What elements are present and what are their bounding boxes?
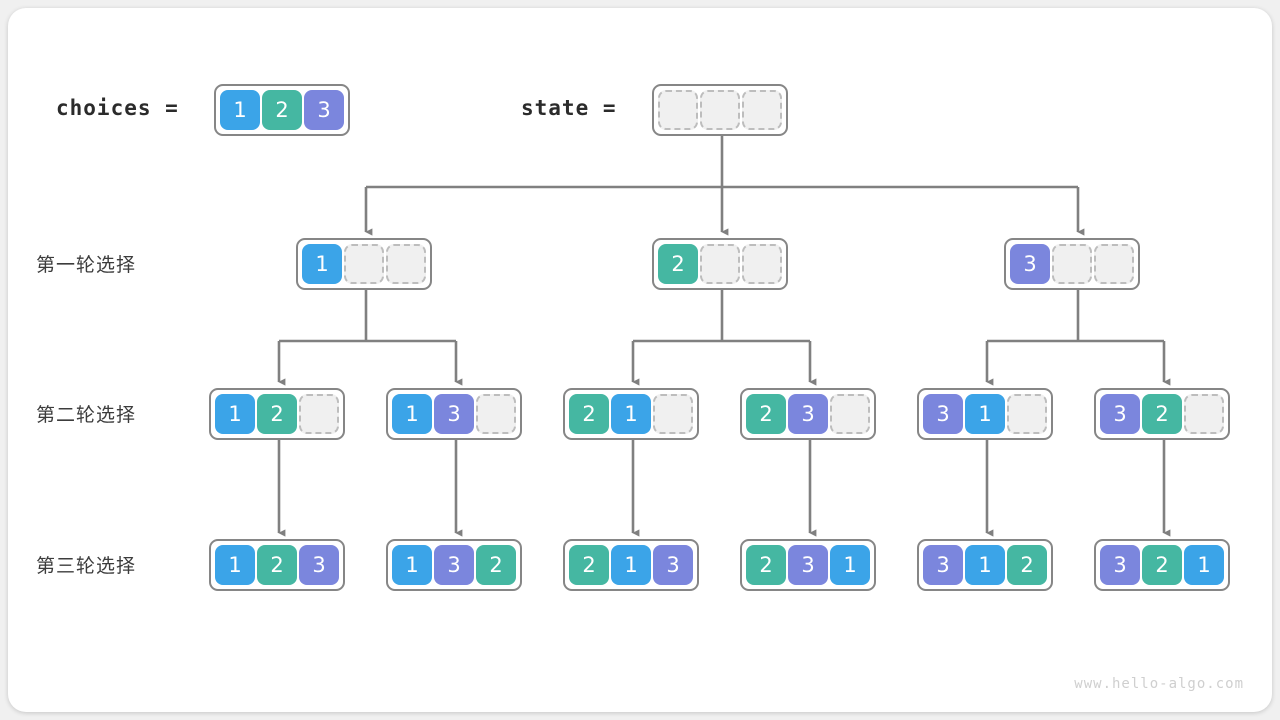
array-cell-empty [344,244,384,284]
level-1-node-1: 1 [296,238,432,290]
array-cell-value-3: 3 [1100,394,1140,434]
array-cell-value-3: 3 [1010,244,1050,284]
array-cell-value-1: 1 [611,394,651,434]
array-cell-value-3: 3 [434,394,474,434]
array-cell-value-2: 2 [257,545,297,585]
array-cell-value-1: 1 [392,394,432,434]
array-cell-value-2: 2 [658,244,698,284]
choices-label: choices = [56,96,179,120]
array-cell-value-3: 3 [923,545,963,585]
array-cell-empty [1007,394,1047,434]
array-cell-value-3: 3 [304,90,344,130]
array-cell-value-2: 2 [746,394,786,434]
array-cell-empty [1184,394,1224,434]
array-cell-value-1: 1 [215,394,255,434]
array-cell-value-1: 1 [1184,545,1224,585]
array-cell-value-2: 2 [1007,545,1047,585]
array-cell-empty [742,244,782,284]
watermark: www.hello-algo.com [1074,676,1244,692]
array-cell-value-2: 2 [262,90,302,130]
array-cell-value-3: 3 [788,394,828,434]
array-cell-value-1: 1 [830,545,870,585]
array-cell-value-3: 3 [923,394,963,434]
array-cell-value-2: 2 [257,394,297,434]
state-array [652,84,788,136]
array-cell-value-2: 2 [1142,545,1182,585]
level-1-node-3: 3 [1004,238,1140,290]
row-label-round-1: 第一轮选择 [36,254,137,276]
array-cell-empty [1094,244,1134,284]
array-cell-empty [299,394,339,434]
array-cell-value-3: 3 [1100,545,1140,585]
array-cell-value-3: 3 [653,545,693,585]
array-cell-value-1: 1 [215,545,255,585]
array-cell-empty [653,394,693,434]
state-label: state = [521,96,617,120]
array-cell-value-1: 1 [965,394,1005,434]
array-cell-empty [700,244,740,284]
array-cell-value-3: 3 [299,545,339,585]
array-cell-value-1: 1 [965,545,1005,585]
array-cell-value-3: 3 [434,545,474,585]
array-cell-empty [830,394,870,434]
array-cell-empty [742,90,782,130]
array-cell-value-2: 2 [1142,394,1182,434]
array-cell-value-2: 2 [569,545,609,585]
row-label-round-3: 第三轮选择 [36,555,137,577]
array-cell-value-1: 1 [392,545,432,585]
array-cell-empty [476,394,516,434]
array-cell-value-1: 1 [611,545,651,585]
array-cell-empty [658,90,698,130]
array-cell-value-1: 1 [220,90,260,130]
array-cell-value-2: 2 [476,545,516,585]
array-cell-value-2: 2 [746,545,786,585]
row-label-round-2: 第二轮选择 [36,404,137,426]
level-1-node-2: 2 [652,238,788,290]
array-cell-value-2: 2 [569,394,609,434]
array-cell-value-1: 1 [302,244,342,284]
array-cell-empty [386,244,426,284]
array-cell-value-3: 3 [788,545,828,585]
array-cell-empty [700,90,740,130]
array-cell-empty [1052,244,1092,284]
